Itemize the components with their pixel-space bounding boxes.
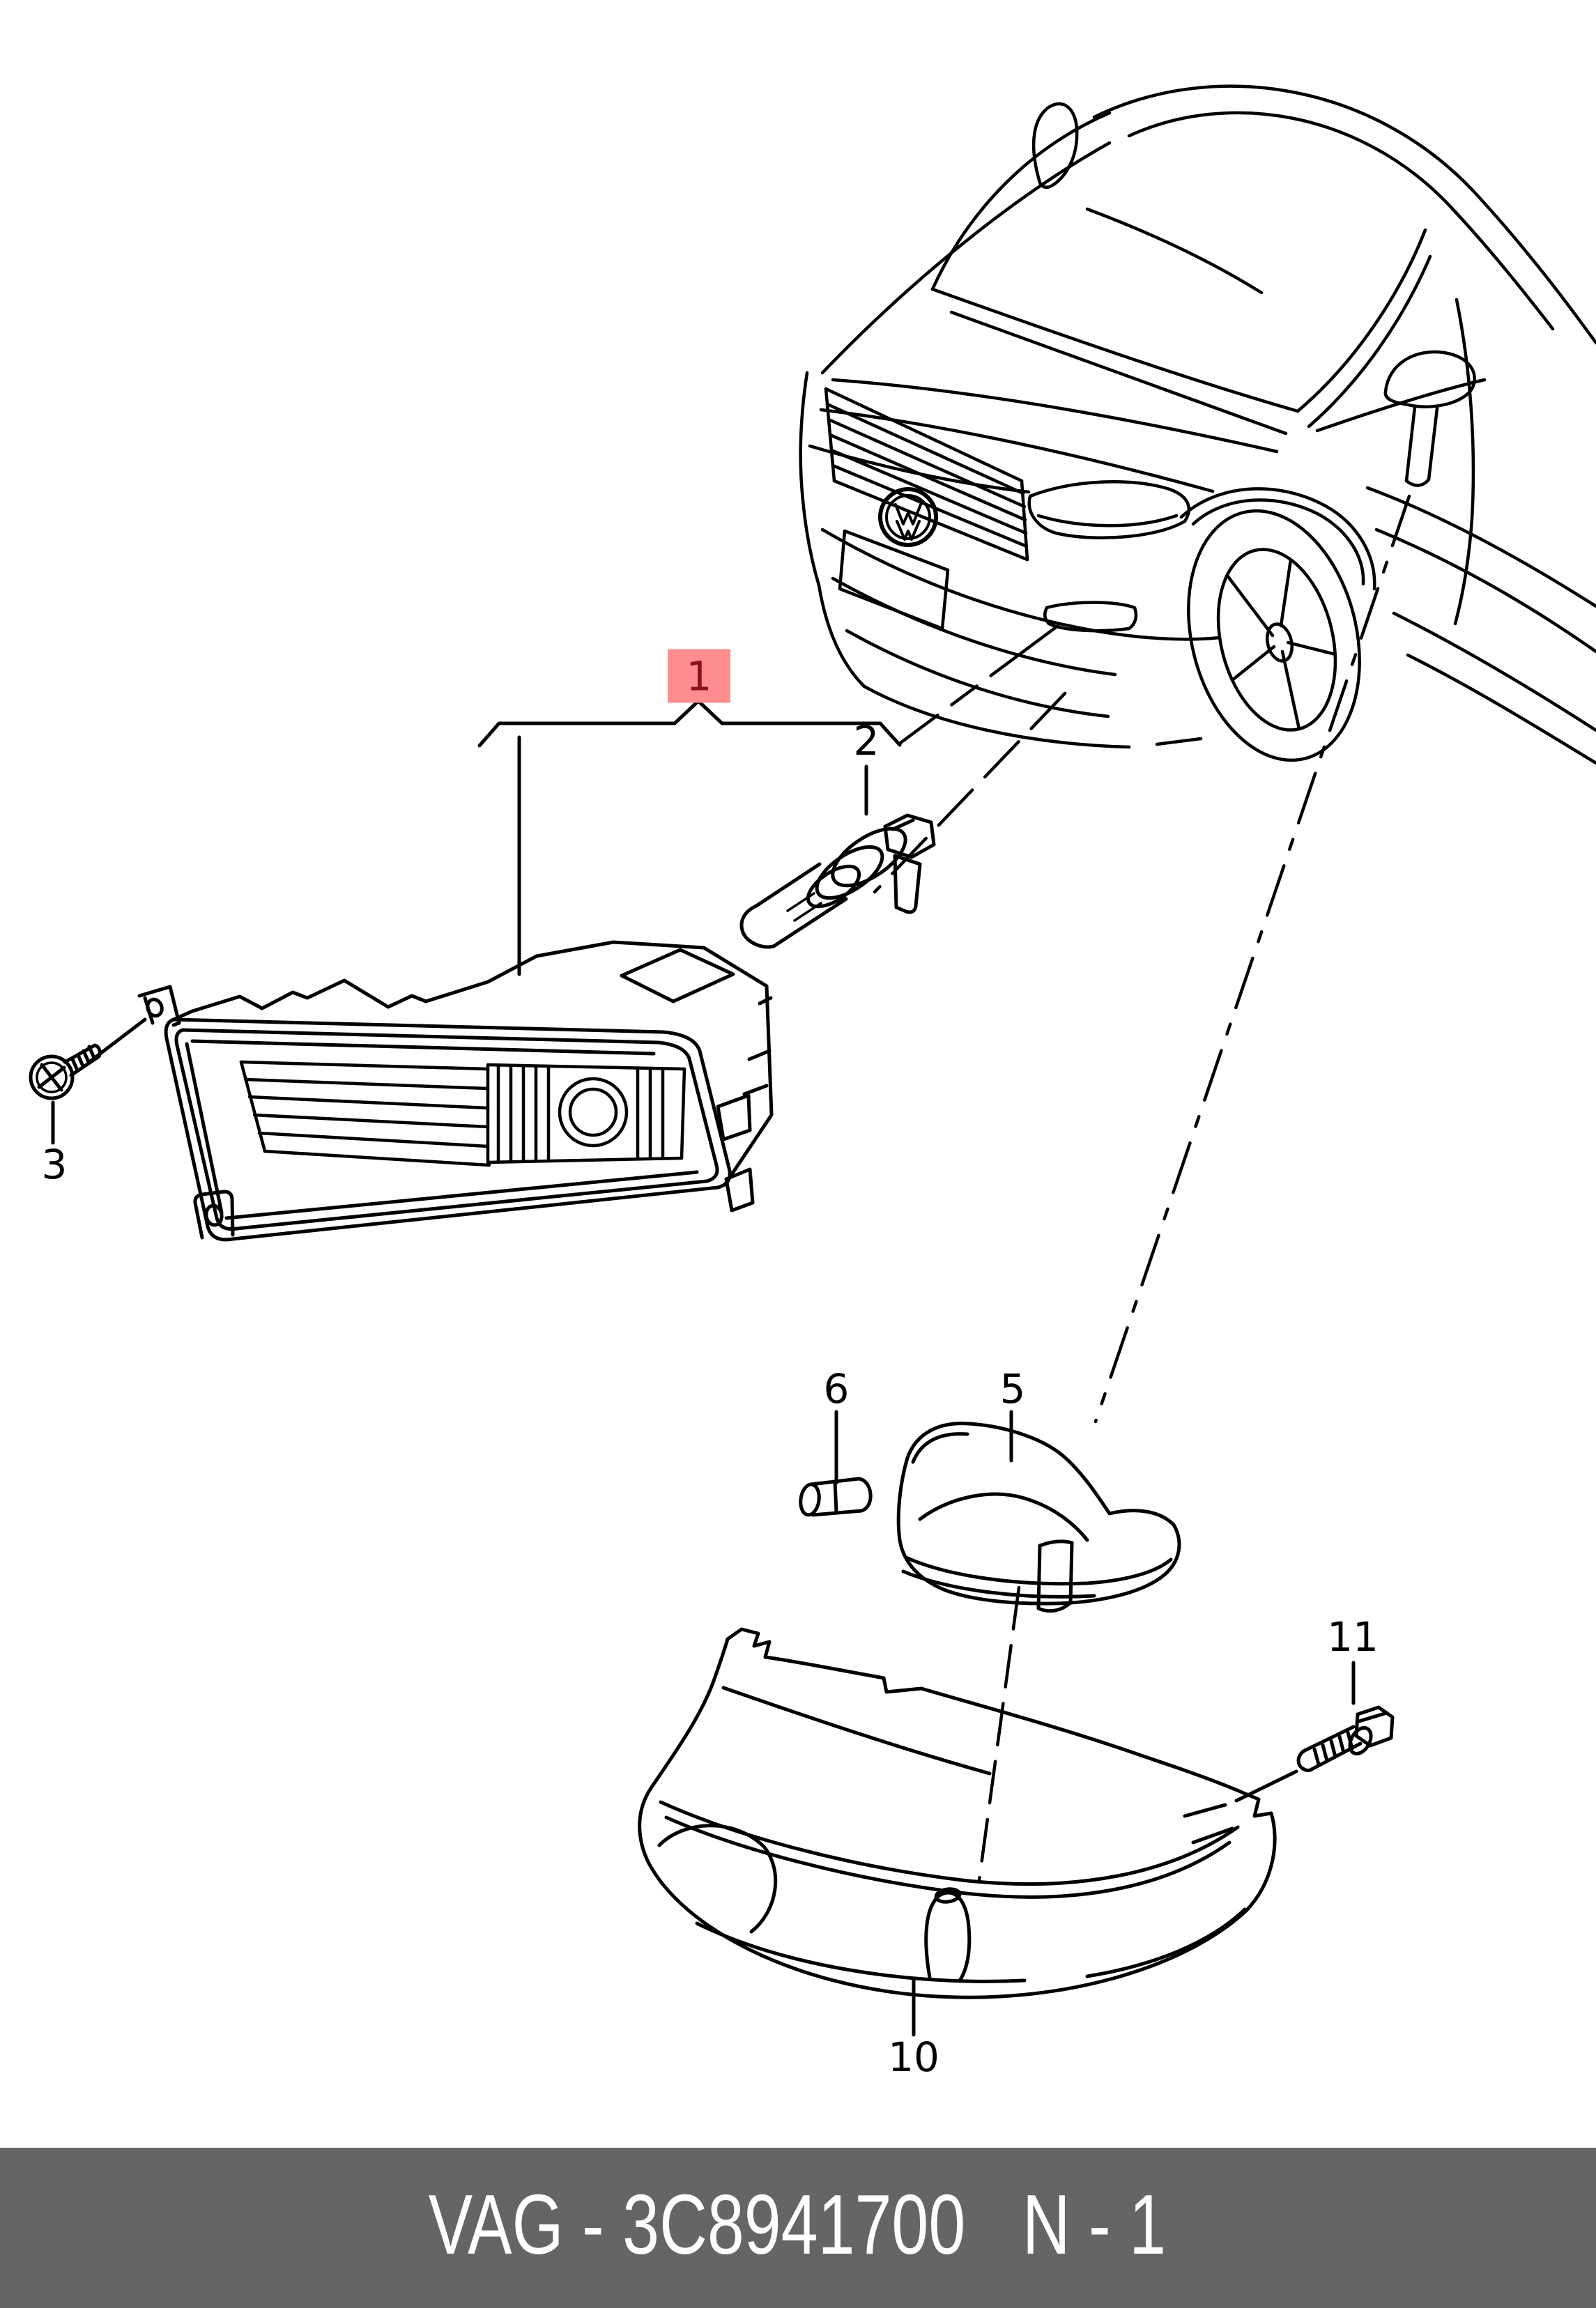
headlight <box>1027 480 1191 539</box>
screw-item11 <box>1296 1705 1395 1773</box>
group1-bracket <box>477 699 902 748</box>
callout-5[interactable]: 5 <box>999 1365 1026 1413</box>
callout-10[interactable]: 10 <box>888 2033 939 2081</box>
footer-bar: VAG - 3C8941700 N - 1 <box>0 2148 1596 2308</box>
callout-6[interactable]: 6 <box>823 1365 850 1413</box>
cap-item5 <box>896 1422 1181 1613</box>
leader-mirror-to-cap <box>1094 494 1411 1424</box>
car-illustration <box>799 84 1596 765</box>
callout-2[interactable]: 2 <box>853 717 880 764</box>
callout-1-highlighted[interactable]: 1 <box>668 649 730 703</box>
leader-lines <box>51 494 1411 2037</box>
front-wheel <box>1179 487 1376 762</box>
callout-11[interactable]: 11 <box>1327 1613 1379 1661</box>
screw-item3 <box>29 1043 102 1100</box>
bulb-item6 <box>799 1477 873 1517</box>
bulb-item2 <box>739 813 936 949</box>
leader-screw11 <box>1234 1769 1298 1803</box>
mounting-tab-bottom <box>193 1190 235 1240</box>
leader-cap-to-housing <box>977 1585 1021 1882</box>
side-mirror <box>1383 350 1476 487</box>
fog-lens-panel <box>486 1063 686 1164</box>
vw-logo-icon <box>878 487 938 547</box>
housing-item10 <box>638 1627 1277 1999</box>
license-plate <box>838 529 950 631</box>
fog-grille-slats <box>239 1060 491 1167</box>
callout-1-label: 1 <box>686 652 712 700</box>
leader-fog-to-assembly <box>873 691 1067 894</box>
footer-part-code: VAG - 3C8941700 <box>428 2177 966 2272</box>
car-grille <box>824 387 1029 562</box>
leader-fog-to-group1 <box>898 624 1060 745</box>
fog-lamp-slot <box>1043 601 1138 633</box>
fog-lamp-assembly <box>137 940 774 1242</box>
callout-3[interactable]: 3 <box>41 1141 68 1188</box>
footer-page-ref: N - 1 <box>1022 2177 1167 2272</box>
mounting-tab-top <box>137 985 181 1027</box>
